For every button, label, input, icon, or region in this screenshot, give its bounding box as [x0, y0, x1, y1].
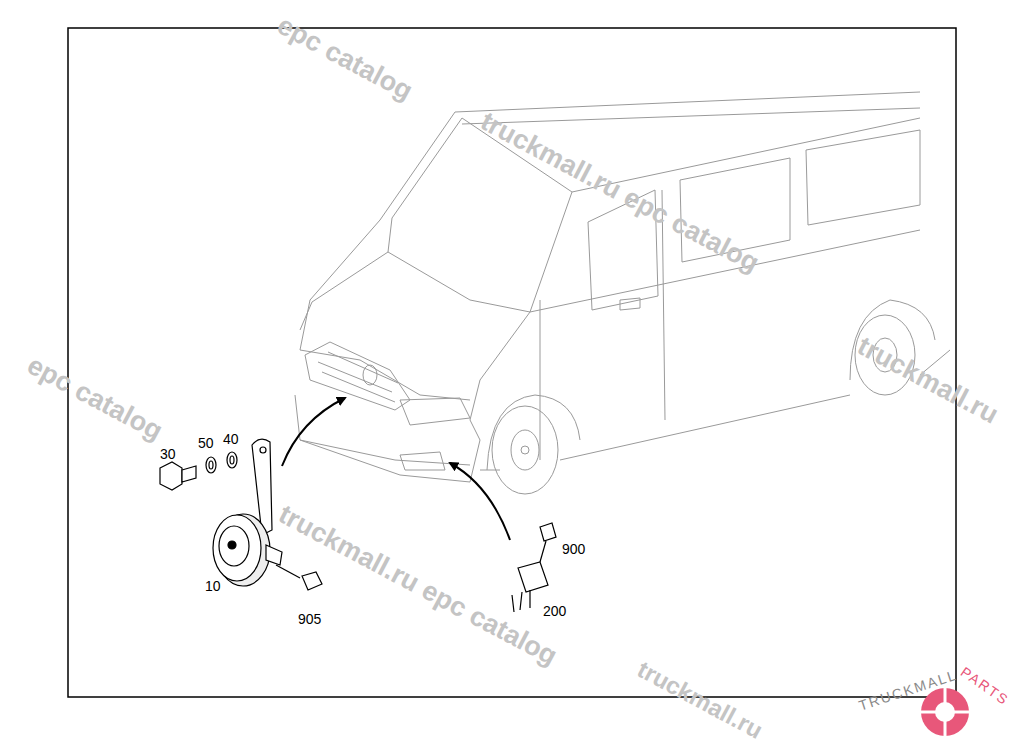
watermark: truckmall.ru — [853, 330, 1004, 429]
watermark: truckmall.ru epc catalog — [476, 106, 764, 278]
callout-number: 905 — [298, 611, 321, 627]
callout-number: 30 — [160, 446, 176, 462]
van-outline — [295, 92, 950, 494]
frame — [68, 28, 956, 697]
relay-assembly — [512, 523, 556, 612]
watermark: epc catalog — [272, 10, 417, 106]
callout-number: 50 — [198, 435, 214, 451]
callout-number: 900 — [562, 541, 585, 557]
watermark: truckmall.ru — [632, 655, 767, 746]
watermark: epc catalog — [22, 350, 167, 446]
callout-number: 10 — [205, 578, 221, 594]
callout-number: 40 — [223, 431, 239, 447]
callout-number: 200 — [543, 603, 566, 619]
logo-gear — [921, 688, 969, 736]
